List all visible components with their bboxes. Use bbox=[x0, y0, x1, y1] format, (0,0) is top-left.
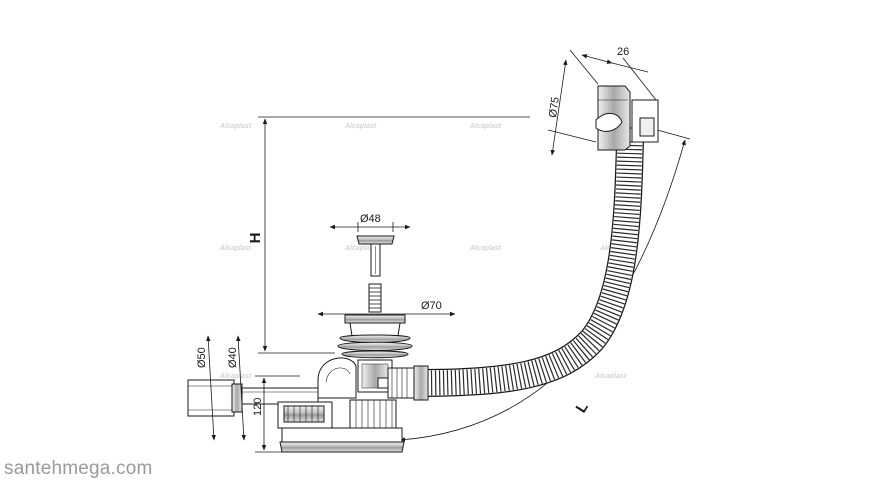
outlet-outer-diameter-label: Ø50 bbox=[196, 347, 208, 368]
overflow-depth-label: 26 bbox=[617, 46, 629, 58]
overflow-depth-extension bbox=[569, 49, 599, 85]
hose-connector-joint bbox=[377, 377, 389, 389]
waste-flange bbox=[344, 314, 406, 324]
overflow-depth-leader bbox=[611, 62, 649, 73]
trap-bend-detail bbox=[325, 367, 351, 383]
plug-spring-coils bbox=[369, 287, 381, 309]
hose-connector bbox=[377, 365, 429, 401]
watermark: Alcaplast bbox=[219, 123, 252, 130]
trap-bend bbox=[317, 357, 357, 399]
waste-diameter-label: Ø70 bbox=[421, 300, 442, 312]
outlet-inner-diameter-line bbox=[236, 335, 246, 441]
trap-base bbox=[281, 427, 403, 443]
length-label: L bbox=[573, 399, 592, 416]
plug-diameter-label: Ø48 bbox=[360, 213, 381, 225]
overflow-dimensions bbox=[547, 49, 657, 156]
watermark: Alcaplast bbox=[594, 373, 627, 380]
height-dimension bbox=[258, 116, 530, 354]
watermark: Alcaplast bbox=[469, 245, 502, 252]
waste-gasket bbox=[337, 341, 413, 351]
watermark: Alcaplast bbox=[344, 245, 377, 252]
hose-connector-ring bbox=[413, 365, 429, 401]
hose-connector-ribs bbox=[391, 368, 408, 398]
overflow-depth-extension bbox=[622, 57, 657, 101]
watermark: Alcaplast bbox=[344, 123, 377, 130]
plug-cap bbox=[356, 235, 395, 245]
outlet-adapter bbox=[187, 379, 243, 417]
outlet-dimensions bbox=[206, 335, 300, 453]
watermark: Alcaplast bbox=[219, 245, 252, 252]
pop-up-plug bbox=[356, 235, 395, 313]
overflow-diameter-label: Ø75 bbox=[547, 96, 562, 118]
overflow-depth-dimension-line bbox=[581, 54, 613, 64]
siphon-trap bbox=[235, 357, 405, 453]
overflow-diameter-dimension-line bbox=[550, 59, 568, 156]
overflow-slot bbox=[595, 113, 623, 132]
waste-neck bbox=[349, 322, 401, 337]
plug-dimension bbox=[329, 222, 411, 232]
overflow-head bbox=[595, 85, 659, 151]
site-watermark: santehmega.com bbox=[4, 458, 153, 479]
watermark: Alcaplast bbox=[219, 373, 252, 380]
outlet-adapter-ring bbox=[231, 383, 243, 413]
waste-gasket-bottom bbox=[341, 350, 409, 359]
outlet-outer-diameter-line bbox=[206, 335, 216, 441]
watermark: Alcaplast bbox=[469, 123, 502, 130]
trap-bottom-nut-ribs bbox=[355, 400, 393, 428]
trap-base-plate bbox=[279, 441, 405, 453]
height-label: H bbox=[247, 233, 264, 244]
trap-bottom-nut bbox=[349, 399, 397, 429]
flexible-hose bbox=[414, 139, 644, 397]
trap-nut-ribs bbox=[287, 406, 319, 422]
waste-gasket-top bbox=[339, 334, 411, 343]
overflow-nut-thread bbox=[639, 117, 655, 137]
trap-height-label: 120 bbox=[252, 398, 264, 416]
outlet-inner-diameter-label: Ø40 bbox=[227, 347, 239, 368]
